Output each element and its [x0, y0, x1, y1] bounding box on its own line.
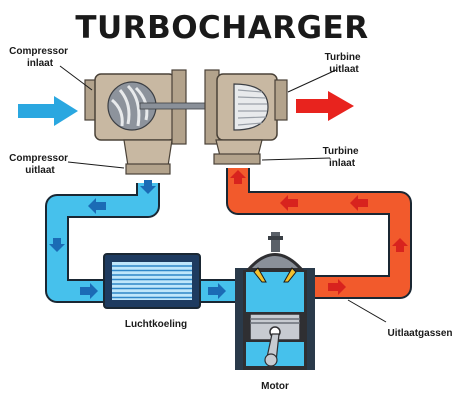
turbocharger-unit — [84, 69, 288, 175]
label-intercooler: Luchtkoeling — [125, 319, 187, 330]
exhaust-out-arrow — [296, 91, 354, 121]
hot-flow-arrow — [350, 195, 368, 211]
cold-flow-arrow — [140, 180, 156, 194]
cold-flow-arrow — [49, 238, 65, 252]
label-compressor-outlet: Compressor uitlaat — [9, 153, 71, 176]
leader-lines — [59, 65, 387, 323]
hot-flow-arrow — [328, 279, 346, 295]
hot-flow-arrows — [230, 170, 408, 295]
cold-flow-arrow — [88, 198, 106, 214]
cold-flow-arrows — [49, 180, 226, 299]
engine — [235, 232, 315, 370]
hot-flow-arrow — [280, 195, 298, 211]
intake-air-arrow — [18, 96, 78, 126]
cold-flow-arrow — [208, 283, 226, 299]
cold-flow-arrow — [80, 283, 98, 299]
hot-flow-arrow — [392, 238, 408, 252]
intercooler — [103, 253, 201, 309]
hot-flow-arrow — [230, 170, 246, 184]
exhaust-duct — [226, 168, 412, 299]
label-exhaust-gases: Uitlaatgassen — [387, 328, 452, 339]
diagram-title: TURBOCHARGER — [75, 10, 368, 46]
label-turbine-inlet: Turbine inlaat — [323, 146, 362, 169]
label-turbine-outlet: Turbine uitlaat — [325, 52, 364, 75]
label-engine: Motor — [261, 381, 289, 392]
label-compressor-inlet: Compressor inlaat — [9, 46, 71, 69]
